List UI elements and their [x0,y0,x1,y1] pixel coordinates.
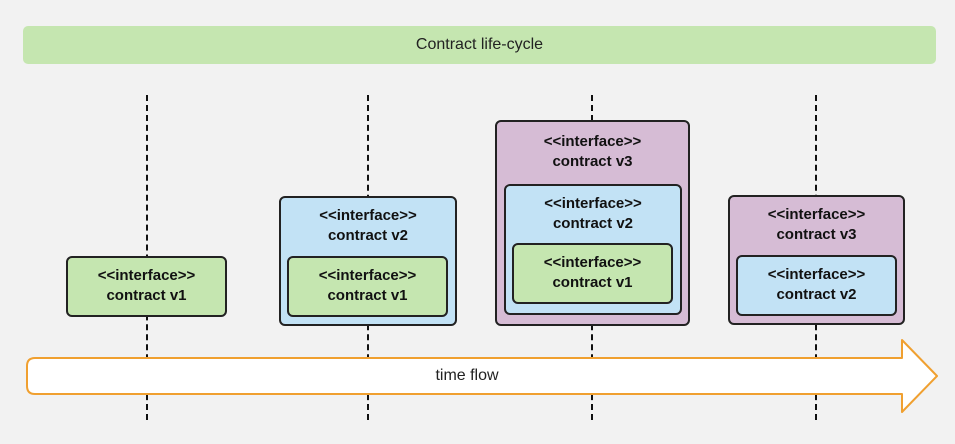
contract-name: contract v1 [552,274,633,291]
interface-stereotype: <<interface>> [319,207,417,224]
contract-name: contract v2 [776,286,857,303]
interface-stereotype: <<interface>> [543,254,642,271]
contract-name: contract v2 [552,215,634,232]
interface-stereotype: <<interface>> [544,195,642,212]
interface-stereotype: <<interface>> [318,267,417,284]
interface-stereotype: <<interface>> [97,267,196,284]
contract-name: contract v3 [776,226,857,243]
interface-stereotype: <<interface>> [767,206,866,223]
contract-name: contract v2 [327,227,409,244]
banner-title: Contract life-cycle [415,36,544,53]
interface-stereotype: <<interface>> [767,266,866,283]
time-flow-label-box: time flow [27,358,907,394]
stage2-contract-v1: <<interface>> contract v1 [287,256,448,317]
interface-stereotype: <<interface>> [543,133,642,150]
contract-name: contract v1 [106,287,187,304]
stage1-contract-v1: <<interface>> contract v1 [66,256,227,317]
contract-name: contract v1 [327,287,408,304]
contract-name: contract v3 [552,153,633,170]
time-flow-label: time flow [435,367,499,384]
time-flow-arrow-shape [26,339,938,413]
stage4-contract-v2: <<interface>> contract v2 [736,255,897,316]
stage3-contract-v1: <<interface>> contract v1 [512,243,673,304]
lifecycle-banner: Contract life-cycle [23,26,936,64]
